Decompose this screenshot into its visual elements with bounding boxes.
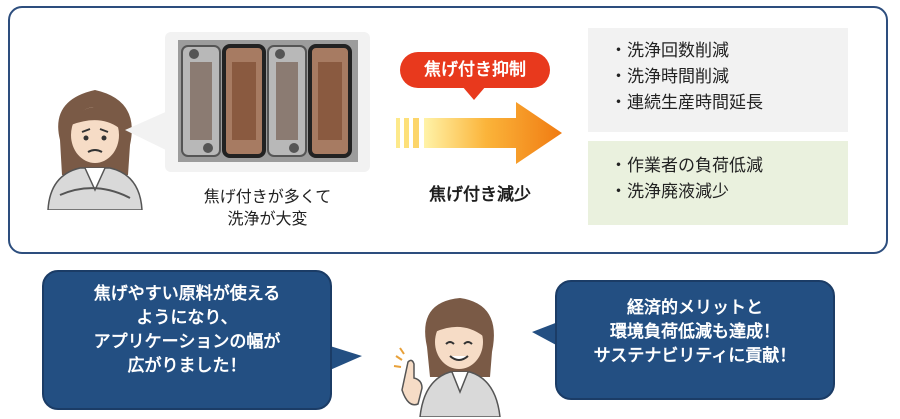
benefit-item: ・連続生産時間延長 bbox=[610, 93, 763, 113]
benefit-box-gray: ・洗浄回数削減 ・洗浄時間削減 ・連続生産時間延長 bbox=[588, 28, 848, 132]
happy-woman-illustration bbox=[393, 298, 501, 417]
suppression-badge: 焦げ付き抑制 bbox=[400, 52, 550, 88]
bubble-tail-right bbox=[532, 322, 558, 346]
benefit-item: ・作業者の負荷低減 bbox=[610, 156, 763, 176]
benefit-item: ・洗浄時間削減 bbox=[610, 67, 729, 87]
benefit-item: ・洗浄回数削減 bbox=[610, 41, 729, 61]
heat-exchanger-plates-photo bbox=[178, 40, 358, 162]
speech-bubble-right: 経済的メリットと 環境負荷低減も達成！ サステナビリティに貢献！ bbox=[555, 280, 835, 400]
worried-woman-illustration bbox=[47, 90, 143, 210]
gradient-arrow bbox=[396, 102, 562, 164]
speech-bubble-left: 焦げやすい原料が使える ようになり、 アプリケーションの幅が 広がりました！ bbox=[42, 270, 332, 410]
reduction-label: 焦げ付き減少 bbox=[429, 185, 531, 205]
problem-caption: 焦げ付きが多くて 洗浄が大変 bbox=[203, 187, 332, 228]
benefit-item: ・洗浄廃液減少 bbox=[610, 182, 729, 202]
bubble-tail-left bbox=[330, 346, 362, 370]
benefit-box-green: ・作業者の負荷低減 ・洗浄廃液減少 bbox=[588, 141, 848, 225]
badge-tail bbox=[462, 86, 486, 100]
speech-tail bbox=[125, 110, 170, 152]
